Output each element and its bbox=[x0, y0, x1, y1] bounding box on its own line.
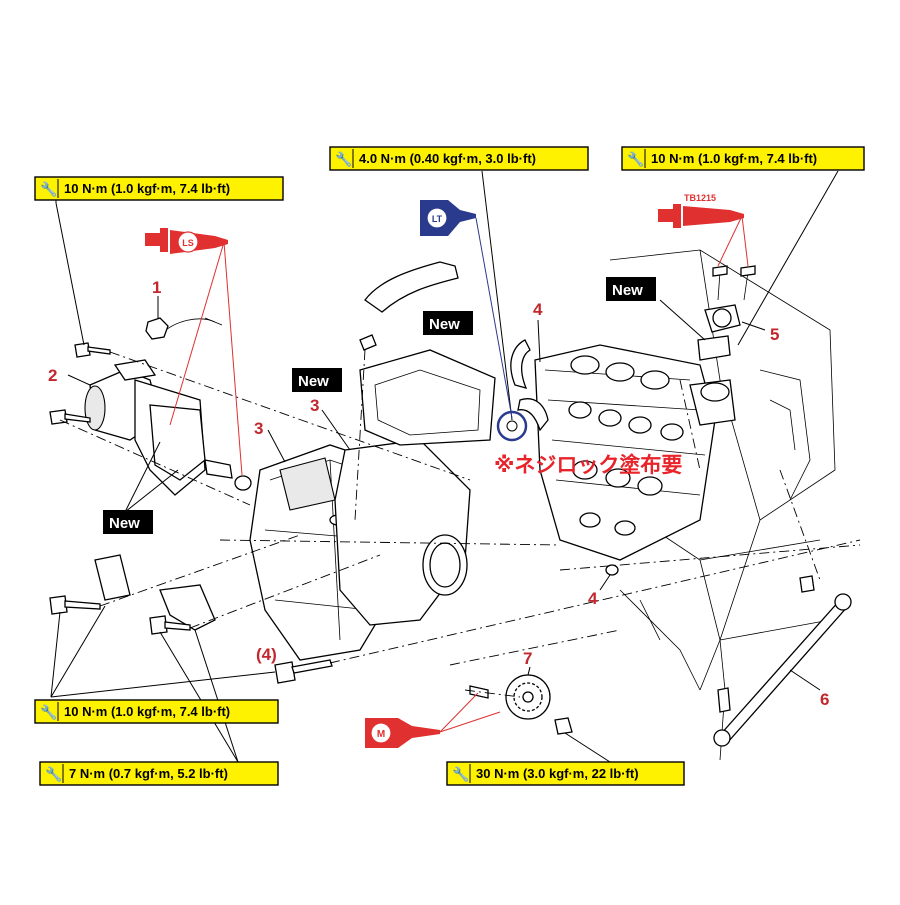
torque-spec-text: 4.0 N·m (0.40 kgf·m, 3.0 lb·ft) bbox=[359, 151, 536, 166]
torque-spec-text: 10 N·m (1.0 kgf·m, 7.4 lb·ft) bbox=[64, 181, 230, 196]
wrench-icon: 🔧 bbox=[627, 150, 644, 168]
torque-spec-text: 7 N·m (0.7 kgf·m, 5.2 lb·ft) bbox=[69, 766, 228, 781]
torque-spec-2: 🔧 4.0 N·m (0.40 kgf·m, 3.0 lb·ft) bbox=[329, 146, 589, 171]
wrench-icon: 🔧 bbox=[452, 765, 469, 783]
wrench-icon: 🔧 bbox=[335, 150, 352, 168]
new-label-4: New bbox=[606, 277, 656, 301]
valve-springs bbox=[568, 355, 684, 536]
leader-lines bbox=[50, 170, 839, 763]
engine-bracket-rod bbox=[713, 575, 852, 747]
new-label-3: New bbox=[423, 311, 473, 335]
torque-spec-3: 🔧 10 N·m (1.0 kgf·m, 7.4 lb·ft) bbox=[621, 146, 865, 171]
part-number-7: 7 bbox=[523, 649, 532, 668]
part-number-4: 4 bbox=[533, 300, 543, 319]
svg-text:New: New bbox=[109, 515, 140, 532]
torque-spec-text: 30 N·m (3.0 kgf·m, 22 lb·ft) bbox=[476, 766, 639, 781]
part-number-4-lower: 4 bbox=[588, 589, 598, 608]
torque-spec-5: 🔧 7 N·m (0.7 kgf·m, 5.2 lb·ft) bbox=[39, 761, 279, 786]
threadlock-bolt bbox=[506, 420, 518, 432]
wrench-icon: 🔧 bbox=[40, 180, 57, 198]
torque-spec-6: 🔧 30 N·m (3.0 kgf·m, 22 lb·ft) bbox=[446, 761, 685, 786]
tb-label: TB1215 bbox=[684, 193, 716, 203]
part-number-3-gasket: 3 bbox=[310, 396, 319, 415]
torque-spec-1: 🔧 10 N·m (1.0 kgf·m, 7.4 lb·ft) bbox=[34, 176, 284, 201]
lower-brackets bbox=[49, 554, 333, 684]
new-label-1: New bbox=[103, 510, 153, 534]
molybdenum-oil-symbol: M bbox=[365, 718, 440, 748]
wrench-icon: 🔧 bbox=[40, 703, 57, 721]
lt-label: LT bbox=[432, 214, 443, 224]
torque-spec-text: 10 N·m (1.0 kgf·m, 7.4 lb·ft) bbox=[651, 151, 817, 166]
center-lines bbox=[59, 349, 861, 698]
torque-spec-4: 🔧 10 N·m (1.0 kgf·m, 7.4 lb·ft) bbox=[34, 699, 279, 724]
tb-threelock-symbol: TB1215 bbox=[658, 193, 744, 228]
torque-spec-text: 10 N·m (1.0 kgf·m, 7.4 lb·ft) bbox=[64, 704, 230, 719]
ls-grease-symbol: LS bbox=[145, 228, 228, 254]
part-number-6: 6 bbox=[820, 690, 829, 709]
part-number-3: 3 bbox=[254, 419, 263, 438]
engine-cylinder-head bbox=[510, 249, 836, 761]
threadlock-note: ※ネジロック塗布要 bbox=[494, 453, 682, 477]
ls-label: LS bbox=[182, 238, 194, 248]
new-label-2: New bbox=[292, 368, 342, 392]
threadlock-highlight-circle bbox=[496, 410, 528, 442]
part-number-4-bracketed: (4) bbox=[256, 645, 277, 664]
starter-motor bbox=[49, 317, 223, 496]
cylinder-head-cover bbox=[249, 261, 496, 661]
wrench-icon: 🔧 bbox=[45, 765, 62, 783]
svg-text:New: New bbox=[612, 282, 643, 299]
part-number-1: 1 bbox=[152, 278, 161, 297]
m-label: M bbox=[377, 729, 385, 740]
part-number-5: 5 bbox=[770, 325, 779, 344]
cam-sprocket bbox=[469, 674, 573, 735]
collars bbox=[204, 459, 619, 576]
svg-text:New: New bbox=[429, 316, 460, 333]
svg-text:New: New bbox=[298, 373, 329, 390]
part-number-2: 2 bbox=[48, 366, 57, 385]
cam-chain-tensioner bbox=[697, 265, 756, 361]
lt-threadlock-symbol: LT bbox=[420, 200, 476, 236]
lubricant-leader-lines bbox=[169, 215, 749, 733]
